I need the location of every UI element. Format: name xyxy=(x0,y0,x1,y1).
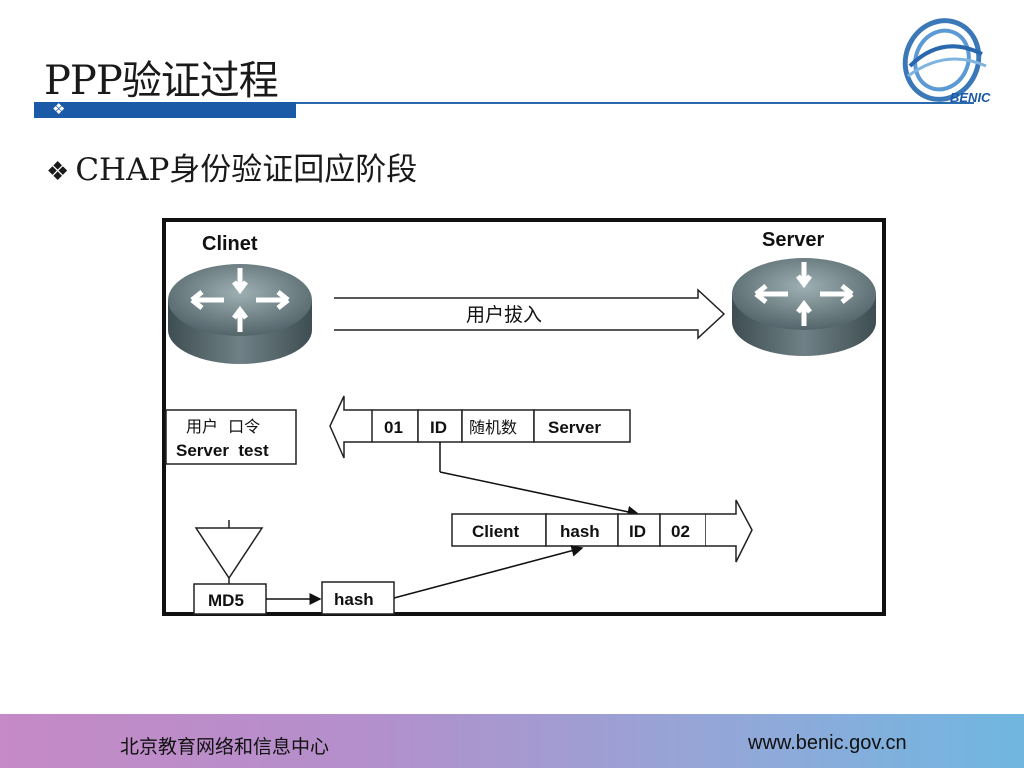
challenge-field-random: 随机数 xyxy=(469,418,517,437)
response-field-code: 02 xyxy=(671,522,690,541)
response-arrow-head xyxy=(706,499,753,563)
title-accent-bar xyxy=(34,102,296,118)
chap-diagram: Clinet Server 用户拔入 用户 口令 Server test 01 … xyxy=(162,218,886,616)
response-field-hash: hash xyxy=(560,522,600,541)
benic-logo: BENIC xyxy=(902,18,991,105)
id-to-response-line xyxy=(439,471,640,518)
response-field-name: Client xyxy=(472,522,520,541)
bullet-symbol: ❖ xyxy=(46,157,70,187)
logo-text: BENIC xyxy=(950,90,991,105)
response-field-id: ID xyxy=(629,522,646,541)
footer-bar xyxy=(0,714,1024,768)
client-label: Clinet xyxy=(202,233,258,255)
title-accent-symbol: ❖ xyxy=(52,101,66,118)
md5-label: MD5 xyxy=(208,591,244,610)
server-router-icon xyxy=(732,258,876,356)
credentials-line1: 用户 口令 xyxy=(186,417,260,436)
hash-to-response-line xyxy=(393,544,584,599)
challenge-packet: 01 ID 随机数 Server xyxy=(371,409,631,443)
response-packet: Client hash ID 02 xyxy=(451,513,707,547)
bullet-point: ❖CHAP身份验证回应阶段 xyxy=(46,144,417,189)
footer-website: www.benic.gov.cn xyxy=(748,732,907,754)
client-router-icon xyxy=(168,264,312,364)
challenge-field-id: ID xyxy=(430,418,447,437)
hash-label: hash xyxy=(334,590,374,609)
footer-organization: 北京教育网络和信息中心 xyxy=(120,737,330,758)
challenge-field-code: 01 xyxy=(384,418,403,437)
title-rule xyxy=(34,102,974,104)
bullet-text: CHAP身份验证回应阶段 xyxy=(75,152,418,188)
dial-in-label: 用户拔入 xyxy=(466,304,542,326)
server-label: Server xyxy=(762,229,824,251)
credentials-line2: Server test xyxy=(176,441,269,460)
challenge-arrow-head xyxy=(329,395,372,459)
credentials-box xyxy=(165,409,297,465)
dial-in-arrow xyxy=(334,288,726,340)
md5-box xyxy=(193,583,267,615)
slide-title: PPP验证过程 xyxy=(44,58,279,104)
hash-box xyxy=(321,581,395,615)
challenge-field-name: Server xyxy=(548,418,601,437)
